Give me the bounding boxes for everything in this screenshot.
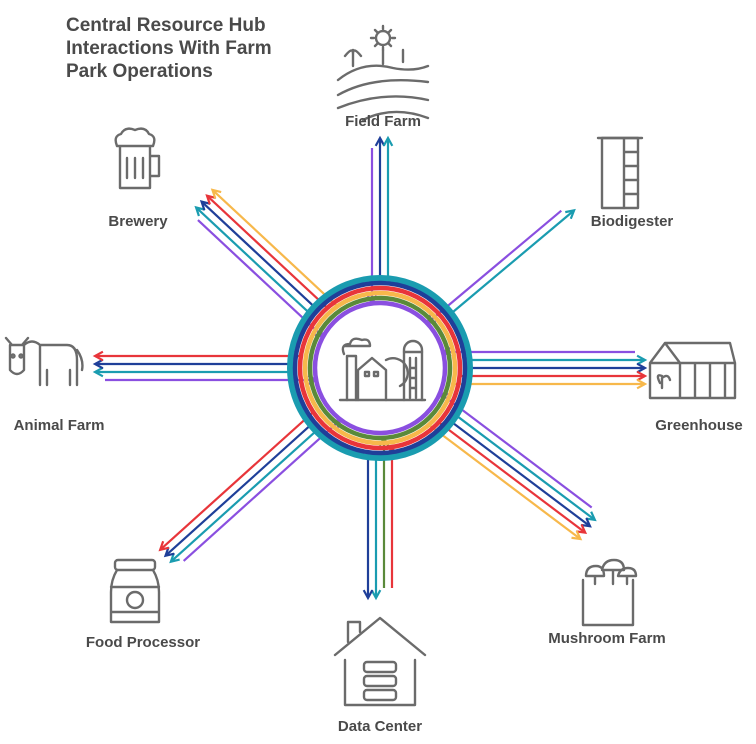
- label-data-center: Data Center: [337, 718, 423, 735]
- flow-arrow-red-from-hub: [438, 421, 588, 535]
- ring-navy: [292, 280, 468, 456]
- diagram-title: Central Resource Hub Interactions With F…: [66, 15, 272, 82]
- ring-green: [307, 295, 453, 441]
- data-center-icon: [333, 616, 427, 707]
- flow-arrow-yellow-from-hub: [210, 188, 339, 308]
- label-brewery: Brewery: [108, 213, 168, 230]
- factory-silo-icon: [338, 337, 427, 402]
- flow-arrow-yellow-from-hub: [453, 378, 648, 390]
- flow-arrow-red-to-hub: [386, 444, 398, 588]
- flow-arrow-teal-from-hub: [92, 366, 291, 378]
- flow-arrow-navy-from-hub: [447, 418, 592, 528]
- flow-arrow-red-from-hub: [92, 350, 301, 362]
- ring-yellow: [302, 290, 458, 446]
- label-mushroom-farm: Mushroom Farm: [548, 630, 666, 647]
- flow-arrow-yellow-from-hub: [428, 423, 583, 541]
- flow-arrow-teal-from-hub: [450, 208, 576, 315]
- flow-arrow-red-from-hub: [459, 370, 648, 382]
- beer-icon: [114, 127, 161, 190]
- flow-arrow-red-from-hub: [205, 194, 328, 309]
- flow-arrow-teal-from-hub: [194, 205, 310, 314]
- jar-icon: [109, 558, 161, 624]
- mushroom-icon: [581, 558, 638, 627]
- flow-arrow-red-from-hub: [158, 411, 314, 552]
- flow-arrow-navy-from-hub: [92, 358, 296, 370]
- flow-arrow-navy-from-hub: [199, 200, 319, 311]
- flow-arrow-teal-from-hub: [455, 414, 597, 522]
- label-biodigester: Biodigester: [590, 213, 674, 230]
- flow-arrow-navy-from-hub: [163, 421, 315, 558]
- label-field-farm: Field Farm: [345, 113, 421, 130]
- cow-icon: [4, 336, 84, 387]
- flow-arrow-purple-to-hub: [105, 374, 319, 386]
- flow-arrow-teal-from-hub: [469, 354, 648, 366]
- flow-arrow-navy-from-hub: [362, 452, 374, 601]
- flow-arrow-teal-from-hub: [169, 430, 317, 564]
- biodigester-icon: [596, 136, 644, 210]
- greenhouse-icon: [648, 341, 737, 400]
- flow-arrow-purple-to-hub: [182, 418, 343, 562]
- flow-arrow-navy-from-hub: [465, 362, 648, 374]
- field-farm-icon: [336, 24, 430, 122]
- label-food-processor: Food Processor: [85, 634, 201, 651]
- label-greenhouse: Greenhouse: [655, 417, 743, 434]
- flow-arrow-navy-from-hub: [374, 135, 386, 283]
- label-animal-farm: Animal Farm: [13, 417, 105, 434]
- flow-arrow-teal-from-hub: [382, 135, 394, 279]
- ring-purple: [312, 300, 448, 436]
- ring-teal: [287, 275, 473, 461]
- ring-red: [297, 285, 463, 451]
- flow-arrow-teal-from-hub: [370, 457, 382, 601]
- hub-background: [318, 306, 442, 430]
